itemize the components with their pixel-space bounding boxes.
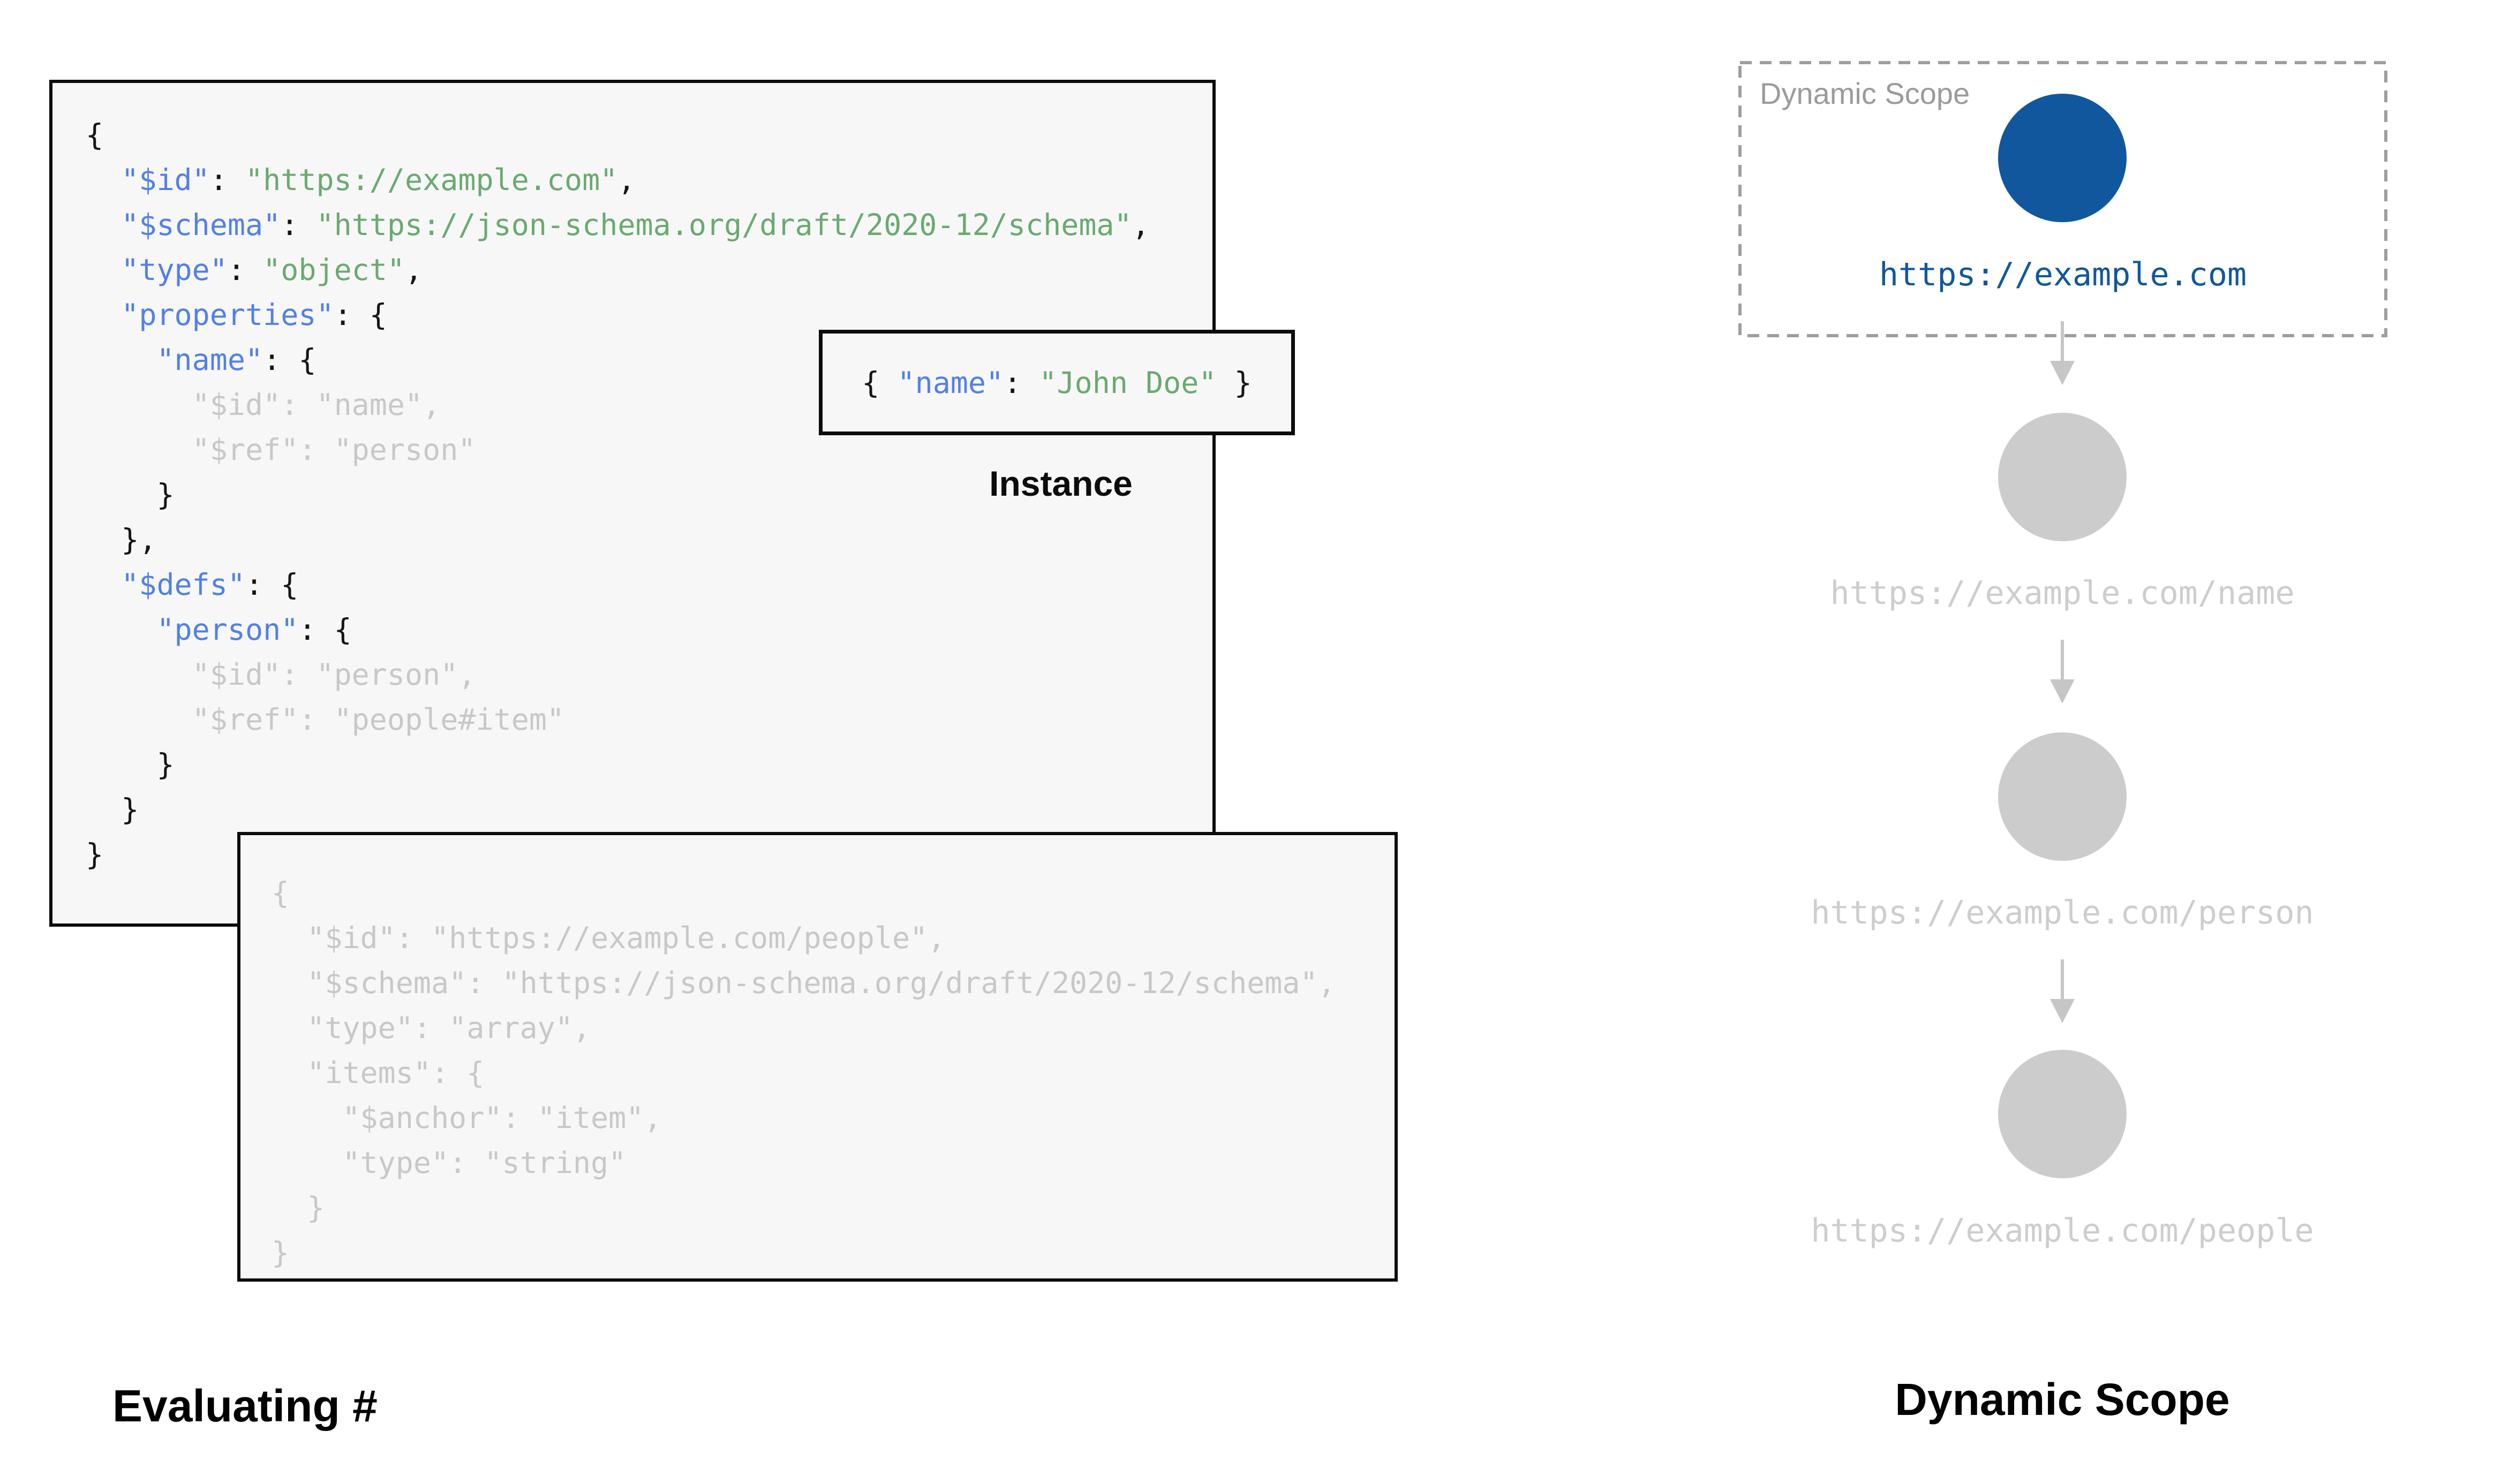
scope-node-url-name: https://example.com/name	[1830, 574, 2295, 612]
scope-node-url-person: https://example.com/person	[1811, 894, 2314, 932]
scope-node-url-people: https://example.com/people	[1811, 1212, 2314, 1250]
main-schema-code: {"$id": "https://example.com","$schema":…	[86, 118, 1150, 872]
scope-node-circle-active	[1998, 94, 2127, 222]
dashed-border	[1738, 61, 2387, 337]
caption-evaluating: Evaluating #	[112, 1381, 378, 1431]
instance-code: { "name": "John Doe" }	[862, 365, 1252, 400]
scope-node-circle-name	[1998, 413, 2127, 541]
people-schema-code: {"$id": "https://example.com/people","$s…	[272, 876, 1336, 1270]
scope-node-url-active: https://example.com	[1879, 256, 2247, 293]
down-arrow-icon	[2050, 321, 2075, 385]
caption-dynamic-scope: Dynamic Scope	[1895, 1374, 2230, 1425]
down-arrow-icon	[2050, 640, 2075, 703]
people-schema-box: {"$id": "https://example.com/people","$s…	[237, 832, 1398, 1282]
down-arrow-icon	[2050, 959, 2075, 1023]
main-schema-box: {"$id": "https://example.com","$schema":…	[49, 80, 1216, 927]
scope-node-circle-people	[1998, 1050, 2127, 1178]
instance-box: { "name": "John Doe" }	[819, 330, 1295, 435]
scope-panel-title: Dynamic Scope	[1760, 77, 1970, 110]
dynamic-scope-panel: Dynamic Scope https://example.com	[1738, 61, 2387, 337]
instance-label: Instance	[989, 464, 1133, 503]
scope-node-circle-person	[1998, 732, 2127, 861]
